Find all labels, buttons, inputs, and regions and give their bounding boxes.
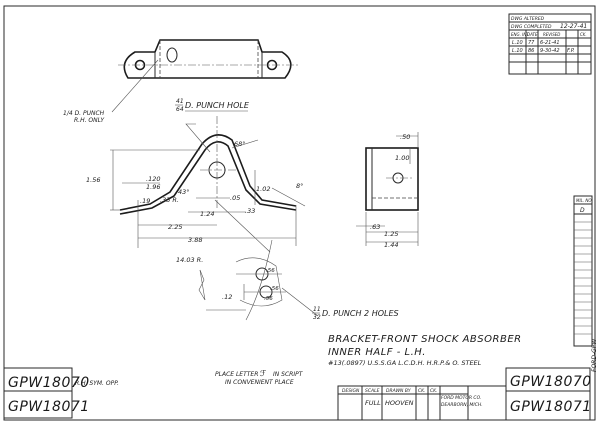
part-name-line1: BRACKET-FRONT SHOCK ABSORBER [328,334,522,345]
dimensions: 1.56 .120 1.96 43° .33 R. .19 2.25 1.24 … [86,133,410,302]
dim-14-03-r: 14.03 R. [176,256,203,264]
annotations: 1/4 D. PUNCH R.H. ONLY 41 64 D. PUNCH HO… [63,98,399,321]
rev-row3-c1: 86 [528,48,534,54]
punch-rh-label-1: 1/4 D. PUNCH [63,110,105,117]
punch-2-frac-num: 11 [313,306,321,313]
rev-row2-c1: 77 [528,40,535,46]
drawn-by-value: HOOVEN [385,399,414,407]
script-letter-icon: ℱ [260,369,267,378]
hdr-ck-1: CK. [418,388,426,394]
rev-header: DWG ALTERED [511,16,545,22]
dim-2-25: 2.25 [168,223,182,231]
dim-3-88: 3.88 [188,236,202,244]
part-number-a-right: GPW18070 [510,374,592,390]
rev-row3-c0: L.10 [512,48,523,54]
dim-1-02: 1.02 [256,185,270,193]
dim-33-r: .33 R. [160,196,179,204]
company-line2: DEARBORN, MICH. [441,402,483,408]
dim-1-56: 1.56 [86,176,100,184]
top-plan-view [111,39,300,113]
revision-block: DWG ALTERED DWG COMPLETED 12-27-41 ENG. … [508,13,592,75]
right-title-block: DESIGN SCALE DRAWN BY CK. CK. FULL HOOVE… [337,367,592,421]
hdr-ck-2: CK. [430,388,438,394]
part-name-line2: INNER HALF - L.H. [328,347,426,358]
place-letter-2: IN SCRIPT [273,371,304,378]
mil-no-header: MIL. NO. [576,198,593,203]
dim-56-c: .56 [264,296,273,302]
punch-hole-label: D. PUNCH HOLE [185,101,250,110]
rev-row0-c2: 12-27-41 [560,23,587,30]
punch-2-frac-den: 32 [313,314,321,321]
right-side-block: MIL. NO. D FORD-GPW [573,195,598,372]
punch-rh-label-2: R.H. ONLY [74,117,105,124]
main-elevation-view [110,116,306,321]
part-number-b-right: GPW18071 [510,399,592,415]
material-spec: #13(.0897) U.S.S.GA L.C.D.H. H.R.P.& O. … [328,359,482,367]
company-line1: FORD MOTOR CO. [441,395,481,401]
dim-12: .12 [222,293,232,301]
dim-63: .63 [370,223,380,231]
hole-detail-view [235,257,319,317]
part-number-b-left: GPW18071 [8,399,90,415]
dim-1-44: 1.44 [384,241,398,249]
dim-1-96: 1.96 [146,183,160,191]
dim-120: .120 [146,175,160,183]
rev-row3-c2: 9-30-42 [540,48,560,54]
side-stamp: FORD-GPW [591,338,598,372]
rev-row1-c1: DATE [527,32,538,37]
rev-row3-c3: F.P. [567,48,575,54]
punch-hole-frac-den: 64 [176,106,184,113]
dim-43-deg: 43° [178,188,190,196]
dim-1-24: 1.24 [200,210,214,218]
rev-row0-c0: DWG COMPLETED [511,24,552,30]
part-number-a-left: GPW18070 [8,375,90,391]
hdr-design: DESIGN [342,388,360,394]
rev-row2-c0: L.10 [512,40,523,46]
side-view [356,132,419,246]
dim-68-deg: 68° [234,140,246,148]
hdr-scale: SCALE [365,388,380,394]
place-letter-1: PLACE LETTER [215,371,258,378]
rev-row1-c3: CK. [580,32,587,37]
dim-50: .50 [400,133,410,141]
dim-56-b: .56 [270,286,279,292]
punch-2-label: D. PUNCH 2 HOLES [322,309,399,318]
dim-1-00: 1.00 [395,154,409,162]
sheet-border [3,5,596,421]
dim-8-deg: 8° [296,182,303,190]
rev-row1-c2: REVISED [543,32,560,37]
rev-row2-c2: 6-21-41 [540,40,560,46]
dim-05: .05 [230,194,240,202]
dim-19: .19 [140,197,150,205]
hdr-drawn-by: DRAWN BY [386,388,412,394]
scale-value: FULL [365,399,381,407]
part-name-block: BRACKET-FRONT SHOCK ABSORBER INNER HALF … [328,334,522,367]
dim-33: .33 [245,207,255,215]
mil-no-value: D [580,207,585,214]
rev-row1-c0: ENG. INT. [511,32,530,37]
rh-sym-opp-note: R.H. SYM. OPP. [75,380,119,387]
left-title-block: GPW18070 GPW18071 R.H. SYM. OPP. [3,367,119,419]
dim-56-a: .56 [266,268,275,274]
punch-hole-frac-num: 41 [176,98,184,105]
dim-1-25: 1.25 [384,230,398,238]
place-letter-3: IN CONVENIENT PLACE [225,379,294,386]
place-letter-note: PLACE LETTER ℱ IN SCRIPT IN CONVENIENT P… [215,369,304,386]
